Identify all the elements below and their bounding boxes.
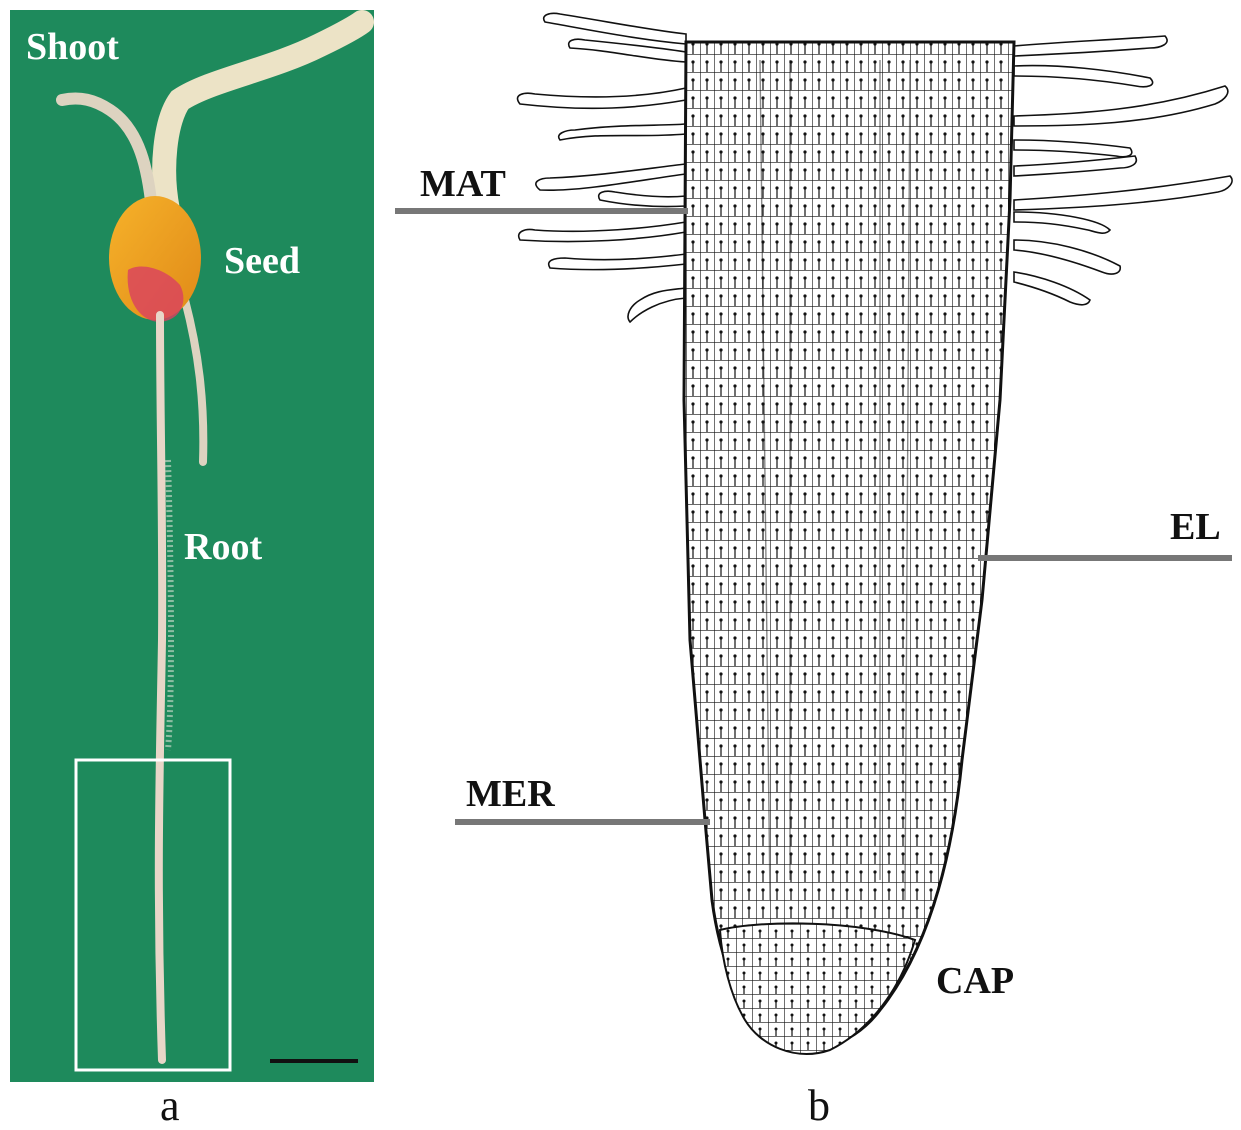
seed-label: Seed [224,242,300,280]
root-label: Root [184,528,262,566]
shoot-label: Shoot [26,28,119,66]
panel-a-letter: a [160,1084,180,1128]
mat-label: MAT [420,165,506,203]
panel-b-drawing [395,13,1232,1054]
el-label: EL [1170,508,1221,546]
root-cap [720,923,915,1054]
mer-label: MER [466,775,555,813]
primary-root [159,315,162,1060]
root-hairs-left [518,13,686,322]
panel-b-letter: b [808,1084,830,1128]
cap-label: CAP [936,962,1014,1000]
root-body [684,42,1014,1050]
root-hairs-right [1014,36,1232,305]
